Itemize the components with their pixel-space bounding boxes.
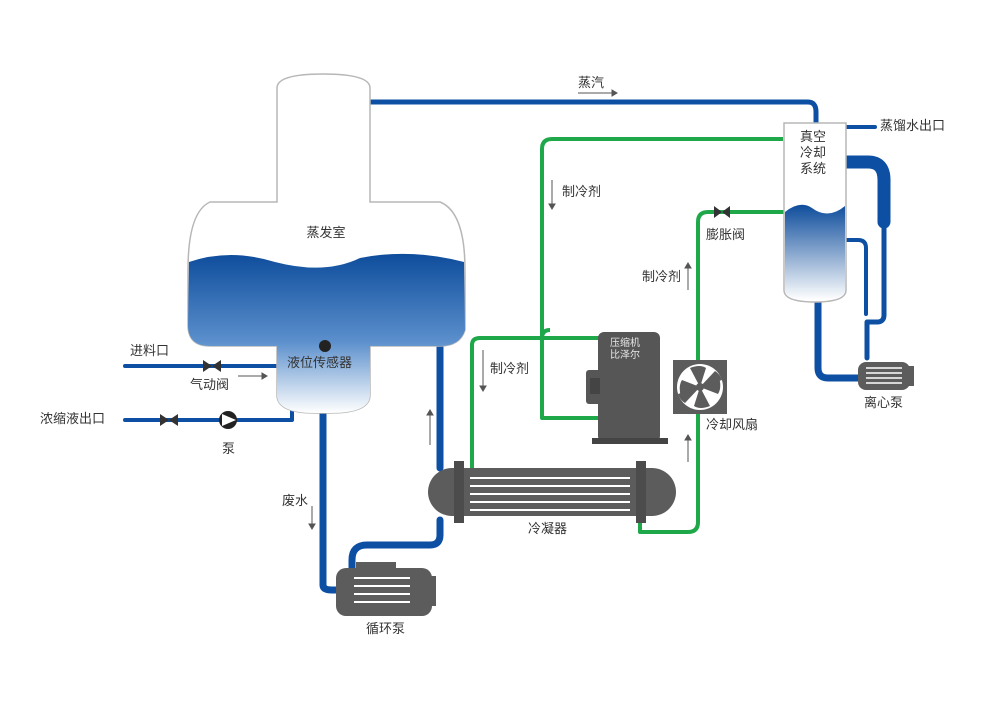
pneumatic-valve-icon — [203, 360, 221, 372]
compressor-line2: 比泽尔 — [610, 350, 640, 361]
pump-label: 泵 — [222, 442, 236, 457]
compressor-label: 压缩机 比泽尔 — [610, 338, 640, 362]
waste-water-label: 废水 — [282, 494, 309, 509]
level-sensor-label: 液位传感器 — [287, 356, 353, 371]
centrifugal-pump-label: 离心泵 — [864, 396, 904, 411]
vacuum-cooling-line1: 真空 — [800, 130, 827, 145]
concentrate-pipe — [123, 406, 294, 422]
pump-icon — [219, 411, 237, 429]
level-sensor-dot — [319, 340, 331, 352]
feed-inlet-label: 进料口 — [130, 344, 170, 359]
vapor-label: 蒸汽 — [578, 76, 605, 91]
refrigerant-right-label: 制冷剂 — [642, 270, 682, 285]
concentrate-outlet-label: 浓缩液出口 — [40, 412, 106, 427]
refrigerant-left-label: 制冷剂 — [490, 362, 530, 377]
compressor-icon — [586, 332, 668, 444]
vacuum-cooling-system — [783, 122, 847, 303]
evaporation-chamber — [187, 73, 466, 414]
centrifugal-pump-icon — [858, 362, 914, 390]
expansion-line-pipe — [638, 210, 790, 534]
vacuum-cooling-label: 真空 冷却 系统 — [800, 130, 840, 178]
evaporation-chamber-label: 蒸发室 — [306, 226, 346, 241]
expansion-valve-icon — [714, 206, 730, 218]
outlet-valve-icon — [160, 414, 178, 426]
vacuum-cooling-line2: 冷却 — [800, 146, 827, 161]
refrigerant-pipes — [470, 137, 790, 534]
vacuum-loop-pipe — [838, 155, 891, 229]
waste-water-pipe — [319, 408, 349, 594]
vapor-pipe — [367, 99, 819, 131]
expansion-valve-label: 膨胀阀 — [706, 228, 746, 243]
cooling-fan-icon — [673, 360, 727, 414]
vacuum-cooling-line3: 系统 — [800, 162, 827, 177]
refrigerant-top-pipe — [540, 137, 783, 420]
circulation-pump-label: 循环泵 — [366, 622, 406, 637]
distillate-outlet-label: 蒸馏水出口 — [880, 119, 946, 134]
refrigerant-top-label: 制冷剂 — [562, 185, 602, 200]
condenser-icon — [428, 461, 676, 523]
cooling-fan-label: 冷却风扇 — [706, 418, 759, 433]
water-pipes — [123, 99, 891, 594]
flow-arrows — [238, 89, 692, 530]
centrifugal-return-pipe — [814, 296, 866, 382]
condenser-label: 冷凝器 — [528, 522, 568, 537]
compressor-line1: 压缩机 — [610, 338, 640, 349]
pneumatic-valve-label: 气动阀 — [190, 378, 230, 393]
circulation-pump-icon — [336, 562, 436, 616]
